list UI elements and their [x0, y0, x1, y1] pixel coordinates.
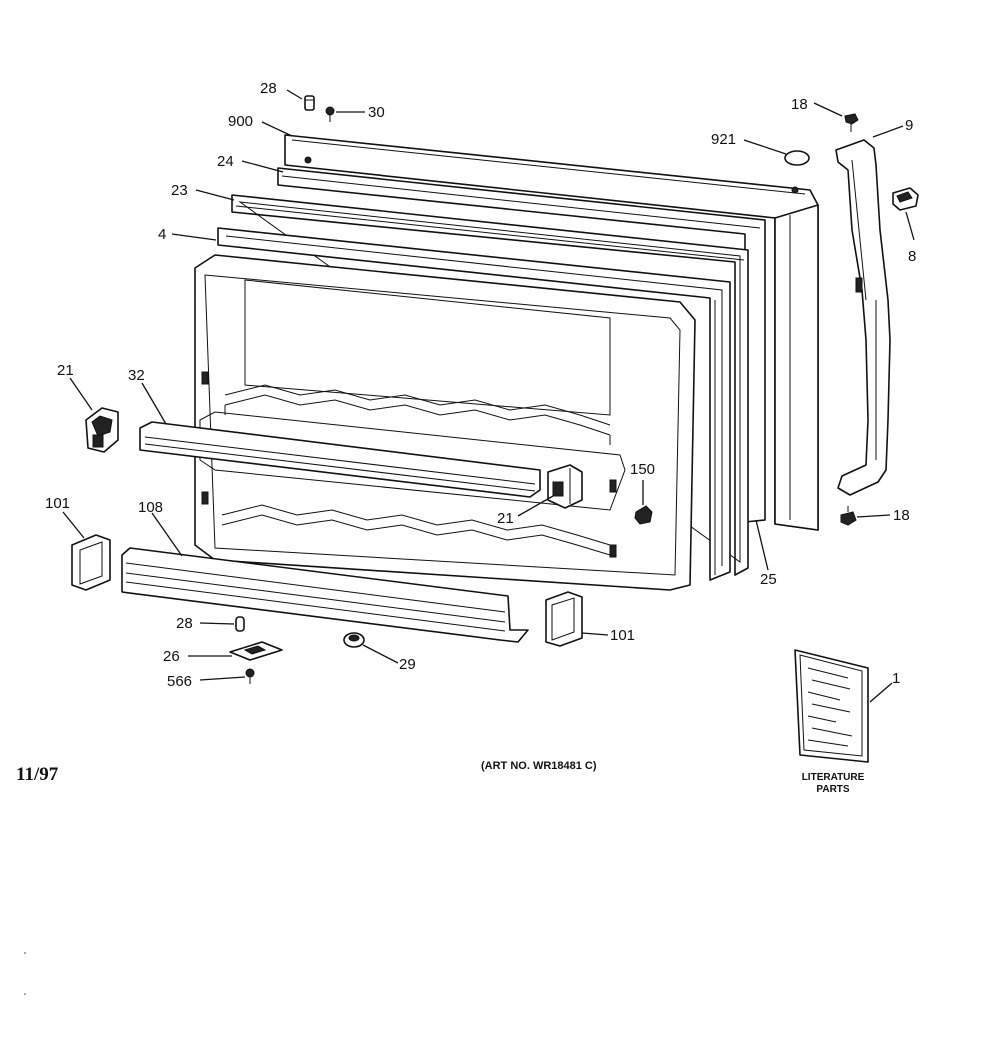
literature-label-line2: PARTS — [816, 784, 849, 795]
art-number: (ART NO. WR18481 C) — [481, 760, 597, 772]
callout-101-right: 101 — [610, 627, 635, 644]
callout-900: 900 — [228, 113, 253, 130]
callout-29: 29 — [399, 656, 416, 673]
hinge-plate-26 — [229, 641, 283, 661]
literature-label-line1: LITERATURE — [802, 772, 865, 783]
callout-566: 566 — [167, 673, 192, 690]
callout-28-bottom: 28 — [176, 615, 193, 632]
callout-21-mid: 21 — [497, 510, 514, 527]
bushing-29 — [343, 632, 365, 648]
callout-25: 25 — [760, 571, 777, 588]
plug-921 — [784, 150, 810, 166]
callout-4: 4 — [158, 226, 166, 243]
shelf-clip-left — [85, 407, 119, 453]
outer-door-panel — [284, 134, 819, 531]
callout-18-bottom: 18 — [893, 507, 910, 524]
door-liner — [194, 254, 696, 591]
screw-28-top — [304, 95, 315, 111]
leader-lines — [62, 89, 915, 703]
callout-23: 23 — [171, 182, 188, 199]
callout-28-top: 28 — [260, 80, 277, 97]
callout-18-top: 18 — [791, 96, 808, 113]
callout-32: 32 — [128, 367, 145, 384]
shelf-rail — [139, 421, 541, 498]
screw-30 — [325, 106, 335, 122]
door-handle — [835, 139, 891, 496]
callout-101-left: 101 — [45, 495, 70, 512]
screw-18-top — [844, 113, 859, 132]
screw-18-bottom — [840, 506, 857, 526]
date-code: 11/97 — [16, 764, 59, 785]
callout-24: 24 — [217, 153, 234, 170]
callout-108: 108 — [138, 499, 163, 516]
callout-921: 921 — [711, 131, 736, 148]
bottom-trim — [121, 547, 529, 643]
lower-shelf-ribs — [221, 504, 611, 556]
callout-8: 8 — [908, 248, 916, 265]
screw-28-bottom — [235, 616, 245, 632]
callout-9: 9 — [905, 117, 913, 134]
callout-21-left: 21 — [57, 362, 74, 379]
literature-booklet — [794, 649, 869, 763]
part-150-clip — [634, 505, 653, 525]
handle-end-cap — [892, 187, 919, 211]
callout-26: 26 — [163, 648, 180, 665]
callout-30: 30 — [368, 104, 385, 121]
callout-150: 150 — [630, 461, 655, 478]
end-cap-left — [71, 534, 111, 591]
end-cap-right — [545, 591, 583, 647]
callout-1: 1 — [892, 670, 900, 687]
door-gasket — [217, 227, 731, 581]
shelf-clip-right — [547, 464, 583, 509]
screw-566 — [245, 668, 255, 684]
